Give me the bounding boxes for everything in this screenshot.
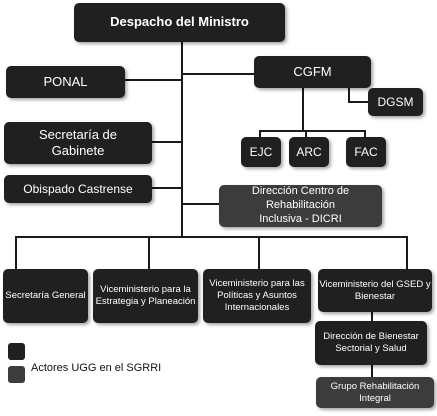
connector-bienestar-grupo bbox=[371, 365, 373, 377]
connector-ponal bbox=[125, 79, 182, 81]
connector-dicri bbox=[181, 203, 219, 205]
connector-forces-bar bbox=[259, 130, 365, 132]
node-grupo-rehabilitacion: Grupo Rehabilitación Integral bbox=[316, 377, 434, 408]
node-direccion-bienestar: Dirección de Bienestar Sectorial y Salud bbox=[315, 321, 427, 365]
node-secretaria-gabinete: Secretaría de Gabinete bbox=[4, 122, 152, 164]
connector-secretaria-gabinete bbox=[152, 141, 182, 143]
node-secretaria-general: Secretaría General bbox=[3, 269, 88, 323]
connector-secretaria-general bbox=[15, 236, 17, 269]
connector-cgfm bbox=[181, 73, 254, 75]
connector-vice-gsed bbox=[406, 236, 408, 269]
connector-ejc bbox=[259, 130, 261, 138]
node-dicri: Dirección Centro de Rehabilitación Inclu… bbox=[219, 185, 382, 227]
connector-vice-estrategia bbox=[148, 236, 150, 269]
connector-obispado bbox=[152, 187, 182, 189]
connector-dgsm-h bbox=[348, 101, 368, 103]
node-ponal: PONAL bbox=[6, 66, 125, 98]
node-vice-gsed: Viceministerio del GSED y Bienestar bbox=[318, 269, 432, 312]
connector-bottom-bar bbox=[15, 236, 408, 238]
legend-label: Actores UGG en el SGRRI bbox=[31, 362, 162, 374]
connector-cgfm-down bbox=[302, 88, 304, 131]
connector-gsed-bienestar bbox=[371, 312, 373, 321]
connector-main-trunk bbox=[181, 42, 183, 237]
connector-arc bbox=[305, 130, 307, 138]
connector-cgfm-dgsm bbox=[348, 84, 350, 102]
node-arc: ARC bbox=[289, 137, 329, 167]
node-obispado-castrense: Obispado Castrense bbox=[4, 175, 152, 203]
node-vice-politicas: Viceministerio para las Políticas y Asun… bbox=[203, 269, 311, 323]
node-dgsm: DGSM bbox=[368, 88, 423, 116]
connector-fac bbox=[364, 130, 366, 138]
node-vice-estrategia: Viceministerio para la Estrategia y Plan… bbox=[93, 269, 198, 323]
node-despacho-ministro: Despacho del Ministro bbox=[74, 3, 285, 42]
node-ejc: EJC bbox=[241, 137, 281, 167]
connector-vice-politicas bbox=[258, 236, 260, 269]
node-cgfm: CGFM bbox=[254, 56, 371, 88]
legend-swatch-dark bbox=[8, 343, 25, 360]
legend-swatch-medium bbox=[8, 366, 25, 383]
node-fac: FAC bbox=[346, 137, 386, 167]
